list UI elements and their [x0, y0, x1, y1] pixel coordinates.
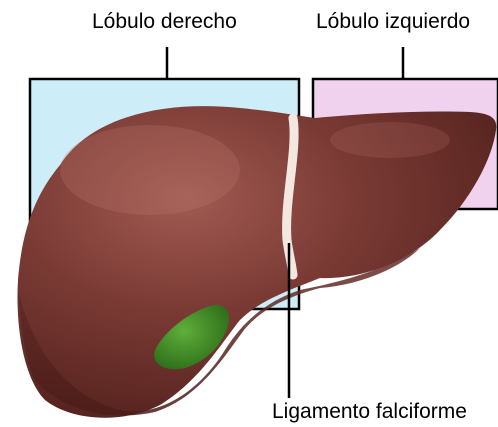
liver-highlight — [60, 125, 240, 215]
right-lobe-label: Lóbulo derecho — [92, 11, 237, 32]
liver-highlight-left — [330, 122, 450, 158]
falciform-ligament-label: Ligamento falciforme — [272, 401, 467, 422]
left-lobe-label: Lóbulo izquierdo — [316, 11, 470, 32]
